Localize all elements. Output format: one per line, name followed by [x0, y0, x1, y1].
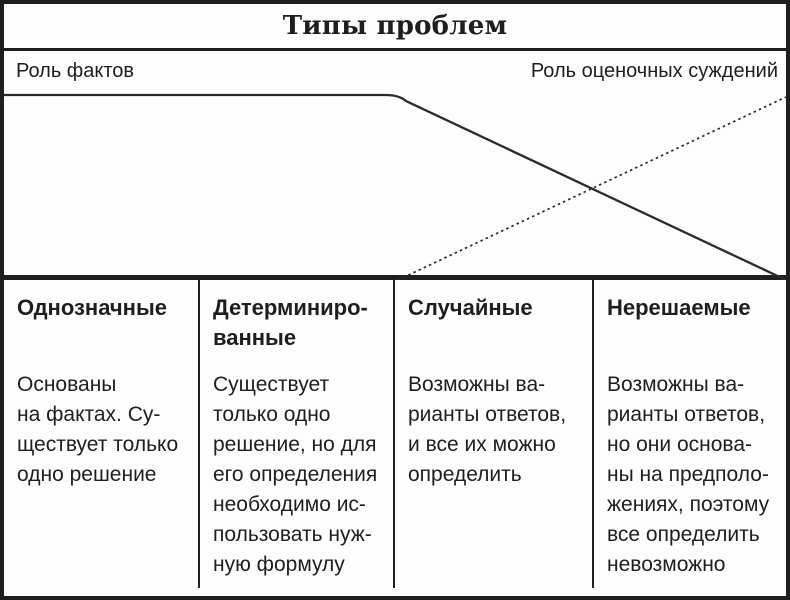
column-body: Возможны ва- рианты ответов, но они осно…: [607, 373, 770, 576]
column-body: Основаны на фактах. Су- ществует только …: [17, 373, 179, 486]
column-header: Нерешаемые: [607, 295, 751, 320]
axes-diagram: Роль фактов Роль оценочных суждений: [4, 51, 786, 280]
column-body: Существует только одно решение, но для е…: [213, 373, 378, 576]
page-title: Типы проблем: [282, 11, 508, 41]
crossing-lines-chart: [4, 93, 786, 280]
facts-axis-label: Роль фактов: [16, 60, 135, 82]
column-header: Однозначные: [17, 295, 167, 320]
column-body: Возможны ва- рианты ответов, и все их мо…: [408, 373, 567, 486]
facts-line: [4, 93, 786, 280]
judgments-axis-label: Роль оценочных суждений: [530, 60, 778, 82]
problem-types-table: Однозначные Основаны на фактах. Су- щест…: [4, 280, 786, 588]
column-random: Случайные Возможны ва- рианты ответов, и…: [393, 280, 592, 588]
column-deterministic: Детерминиро- ванные Существует только од…: [198, 280, 393, 588]
column-header: Детерминиро- ванные: [213, 295, 368, 350]
column-header: Случайные: [408, 295, 533, 320]
title-bar: Типы проблем: [4, 4, 786, 51]
column-unsolvable: Нерешаемые Возможны ва- рианты ответов, …: [592, 280, 786, 588]
column-unambiguous: Однозначные Основаны на фактах. Су- щест…: [4, 280, 198, 588]
